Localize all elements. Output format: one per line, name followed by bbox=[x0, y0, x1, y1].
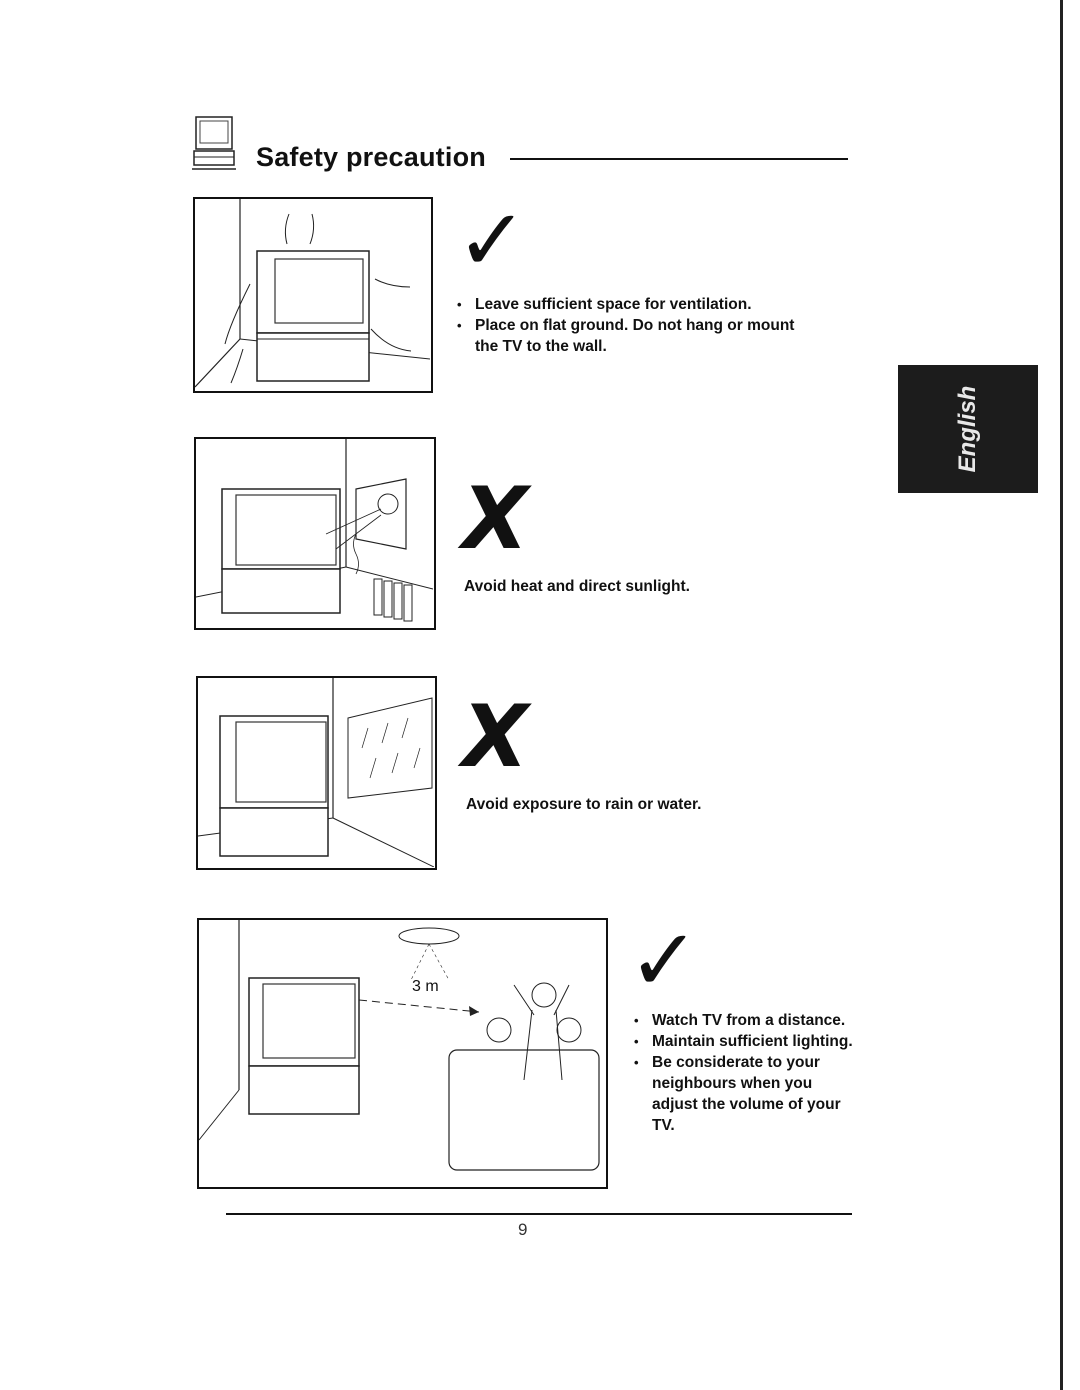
rain-illustration bbox=[196, 676, 437, 870]
page-number: 9 bbox=[518, 1220, 528, 1239]
do-check-icon: ✓ bbox=[456, 191, 529, 291]
viewing-text: Watch TV from a distance. Maintain suffi… bbox=[632, 1010, 862, 1136]
footer-rule bbox=[226, 1213, 852, 1215]
ventilation-text: Leave sufficient space for ventilation. … bbox=[455, 294, 815, 357]
bullet-item: Leave sufficient space for ventilation. bbox=[455, 294, 815, 315]
viewing-illustration bbox=[197, 918, 608, 1189]
language-tab: English bbox=[898, 365, 1038, 493]
dont-x-icon: X bbox=[462, 469, 529, 569]
bullet-item: Maintain sufficient lighting. bbox=[632, 1031, 862, 1052]
title-rule bbox=[510, 158, 848, 160]
language-tab-label: English bbox=[954, 385, 981, 473]
heat-illustration bbox=[194, 437, 436, 630]
bullet-item: Watch TV from a distance. bbox=[632, 1010, 862, 1031]
bullet-item: Be considerate to your neighbours when y… bbox=[632, 1052, 862, 1136]
dont-x-icon: X bbox=[462, 687, 529, 787]
heat-caption: Avoid heat and direct sunlight. bbox=[464, 578, 690, 595]
bullet-item: Place on flat ground. Do not hang or mou… bbox=[455, 315, 815, 357]
ventilation-illustration bbox=[193, 197, 433, 393]
page-edge-line bbox=[1060, 0, 1063, 1390]
do-check-icon: ✓ bbox=[628, 911, 701, 1011]
page-title: Safety precaution bbox=[256, 142, 486, 172]
rain-caption: Avoid exposure to rain or water. bbox=[466, 796, 702, 813]
distance-label: 3 m bbox=[412, 978, 439, 995]
tv-icon bbox=[192, 115, 236, 171]
